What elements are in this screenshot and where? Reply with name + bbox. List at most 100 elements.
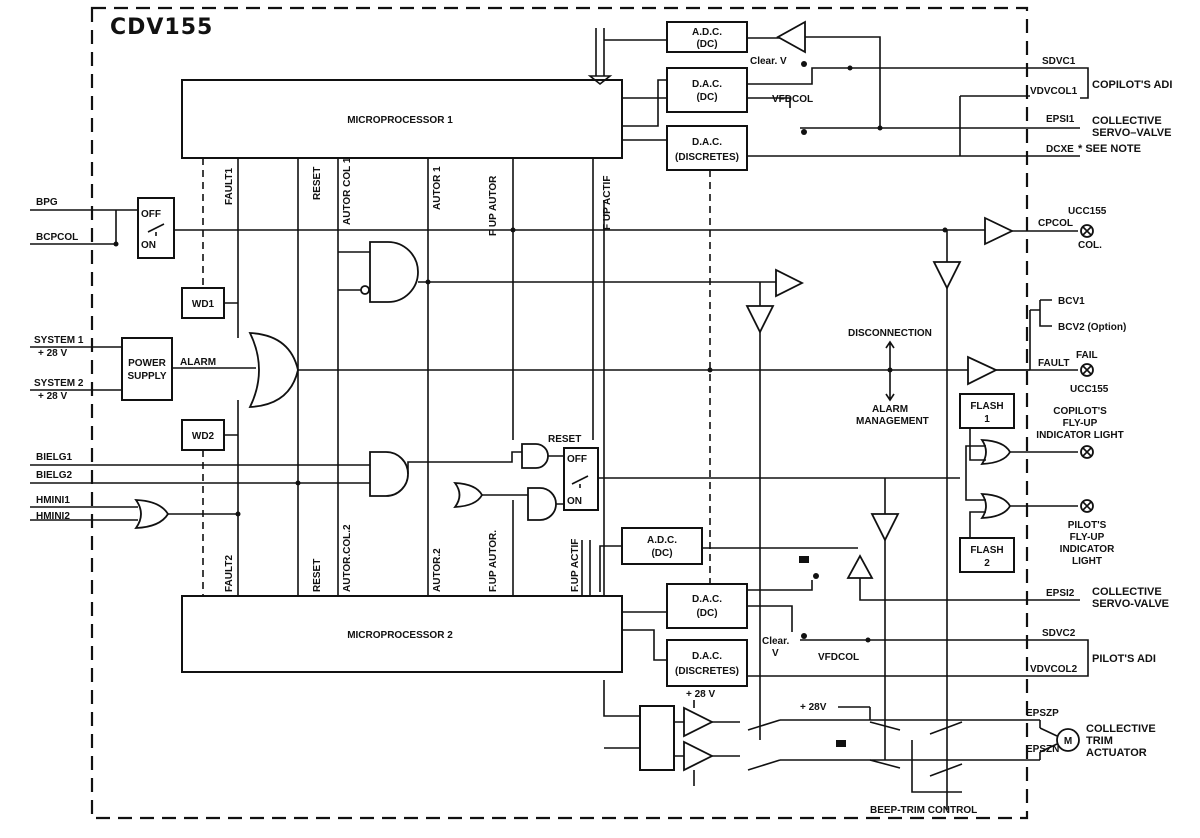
input-system2: SYSTEM 2 — [34, 378, 84, 389]
adc-2-label-a: A.D.C. — [647, 535, 677, 546]
trim-motor-label: M — [1064, 736, 1072, 747]
output-servo-valve-2: SERVO-VALVE — [1092, 598, 1169, 610]
autor2-or-gate — [453, 482, 484, 508]
output-dcxe: DCXE — [1046, 144, 1074, 155]
input-hmini2: HMINI2 — [36, 511, 70, 522]
upper-amplifier — [776, 20, 806, 54]
reset-switch-label: RESET — [548, 434, 581, 445]
adc-1-block — [666, 21, 748, 53]
autor-monitor-buffer — [745, 305, 775, 335]
dac-discretes-2-label-b: (DISCRETES) — [675, 666, 739, 677]
trim-driver-block — [639, 705, 675, 771]
output-collective-1: COLLECTIVE — [1092, 115, 1162, 127]
output-collective-2: COLLECTIVE — [1092, 586, 1162, 598]
cpcol-buffer — [984, 216, 1015, 246]
adc-1-label-a: A.D.C. — [692, 27, 722, 38]
output-sdvc1: SDVC1 — [1042, 56, 1076, 67]
output-trim-b: TRIM — [1086, 735, 1113, 747]
bpg-switch-off-label: OFF — [141, 209, 161, 220]
dac-1-label-b: (DC) — [696, 92, 717, 103]
dac-1-label-a: D.A.C. — [692, 79, 722, 90]
dac-discretes-1-block — [666, 125, 748, 171]
bus-reset1: RESET — [312, 167, 323, 200]
dac-discretes-2-label-a: D.A.C. — [692, 651, 722, 662]
output-see-note: * SEE NOTE — [1078, 143, 1141, 155]
clear-v-2a-label: Clear. — [762, 636, 789, 647]
output-trim-a: COLLECTIVE — [1086, 723, 1156, 735]
dac-discretes-1-label-a: D.A.C. — [692, 137, 722, 148]
bpg-switch-on-label: ON — [141, 240, 156, 251]
flyup-and-gate — [527, 487, 557, 521]
flash-1-label-a: FLASH — [970, 401, 1003, 412]
flash-1-label-b: 1 — [984, 414, 990, 425]
alarm-management-label-a: ALARM — [872, 404, 908, 415]
output-epsi2: EPSI2 — [1046, 588, 1075, 599]
output-ucc155: UCC155 — [1068, 206, 1107, 217]
microprocessor-1-block — [181, 79, 623, 159]
adc-2-label-b: (DC) — [651, 548, 672, 559]
vfdcol-1-label: VFDCOL — [772, 94, 813, 105]
bus-autor-col2: AUTOR.COL.2 — [342, 524, 353, 592]
hmini-or-gate — [134, 499, 170, 529]
flash-2-label-a: FLASH — [970, 545, 1003, 556]
dac-2-label-a: D.A.C. — [692, 594, 722, 605]
input-system2-voltage: + 28 V — [38, 391, 68, 402]
unit-title: CDV155 — [110, 15, 213, 40]
clear-v-1-label: Clear. V — [750, 56, 787, 67]
output-copilot-fly-a: COPILOT'S — [1053, 406, 1107, 417]
output-vdvcol1: VDVCOL1 — [1030, 86, 1078, 97]
dac-2-label-b: (DC) — [696, 608, 717, 619]
adc-2-block — [621, 527, 703, 565]
power-supply-label-a: POWER — [128, 358, 167, 369]
bus-reset2: RESET — [312, 559, 323, 592]
fault-buffer — [967, 355, 999, 386]
input-bielg1: BIELG1 — [36, 452, 73, 463]
beep-trim-label: BEEP-TRIM CONTROL — [870, 805, 977, 816]
bus-autor2: AUTOR.2 — [432, 548, 443, 592]
output-pilot-fly-a: PILOT'S — [1068, 520, 1107, 531]
wd1-label: WD1 — [192, 299, 215, 310]
flyup-switch-off-label: OFF — [567, 454, 587, 465]
dac-discretes-2-block — [666, 639, 748, 687]
wd2-label: WD2 — [192, 431, 215, 442]
adc-1-label-b: (DC) — [696, 39, 717, 50]
microprocessor-1-label: MICROPROCESSOR 1 — [347, 115, 453, 126]
bus-f-up-actif2: F.UP ACTIF — [570, 539, 581, 592]
output-ucc155-b: UCC155 — [1070, 384, 1109, 395]
output-epszp: EPSZP — [1026, 708, 1059, 719]
alarm-or-gate — [248, 332, 299, 408]
bus-f-up-autor: F UP AUTOR — [488, 175, 499, 236]
bus-autor-col1: AUTOR COL 1 — [342, 157, 353, 225]
reset-and-gate — [521, 443, 549, 469]
dac-1-block — [666, 67, 748, 113]
output-pilot-fly-d: LIGHT — [1072, 556, 1102, 567]
power-supply-label-b: SUPPLY — [127, 371, 166, 382]
output-trim-c: ACTUATOR — [1086, 747, 1147, 759]
flash-2-block — [959, 537, 1015, 573]
alarm-management-label-b: MANAGEMENT — [856, 416, 929, 427]
dac-2-block — [666, 583, 748, 629]
plus-28v-b-label: + 28V — [800, 702, 827, 713]
unit-boundary — [90, 6, 1029, 820]
output-epsi1: EPSI1 — [1046, 114, 1075, 125]
output-copilot-fly-c: INDICATOR LIGHT — [1036, 430, 1123, 441]
output-pilot-fly-b: FLY-UP — [1070, 532, 1105, 543]
disconnection-label: DISCONNECTION — [848, 328, 932, 339]
bus-fault1: FAULT1 — [224, 168, 235, 205]
bus-fault2: FAULT2 — [224, 555, 235, 592]
lower-amplifier — [846, 554, 874, 579]
output-pilot-fly-c: INDICATOR — [1060, 544, 1115, 555]
input-system1: SYSTEM 1 — [34, 335, 84, 346]
output-vdvcol2: VDVCOL2 — [1030, 664, 1078, 675]
input-system1-voltage: + 28 V — [38, 348, 68, 359]
output-copilot-adi: COPILOT'S ADI — [1092, 79, 1172, 91]
input-bcpcol: BCPCOL — [36, 232, 78, 243]
pilot-flyup-or-gate — [980, 493, 1012, 519]
output-epszn: EPSZN — [1026, 744, 1059, 755]
bus-f-up-autor2: F.UP AUTOR. — [488, 530, 499, 592]
output-sdvc2: SDVC2 — [1042, 628, 1076, 639]
flash-2-label-b: 2 — [984, 558, 990, 569]
alarm-label: ALARM — [180, 357, 216, 368]
flyup-switch-box — [563, 447, 599, 511]
